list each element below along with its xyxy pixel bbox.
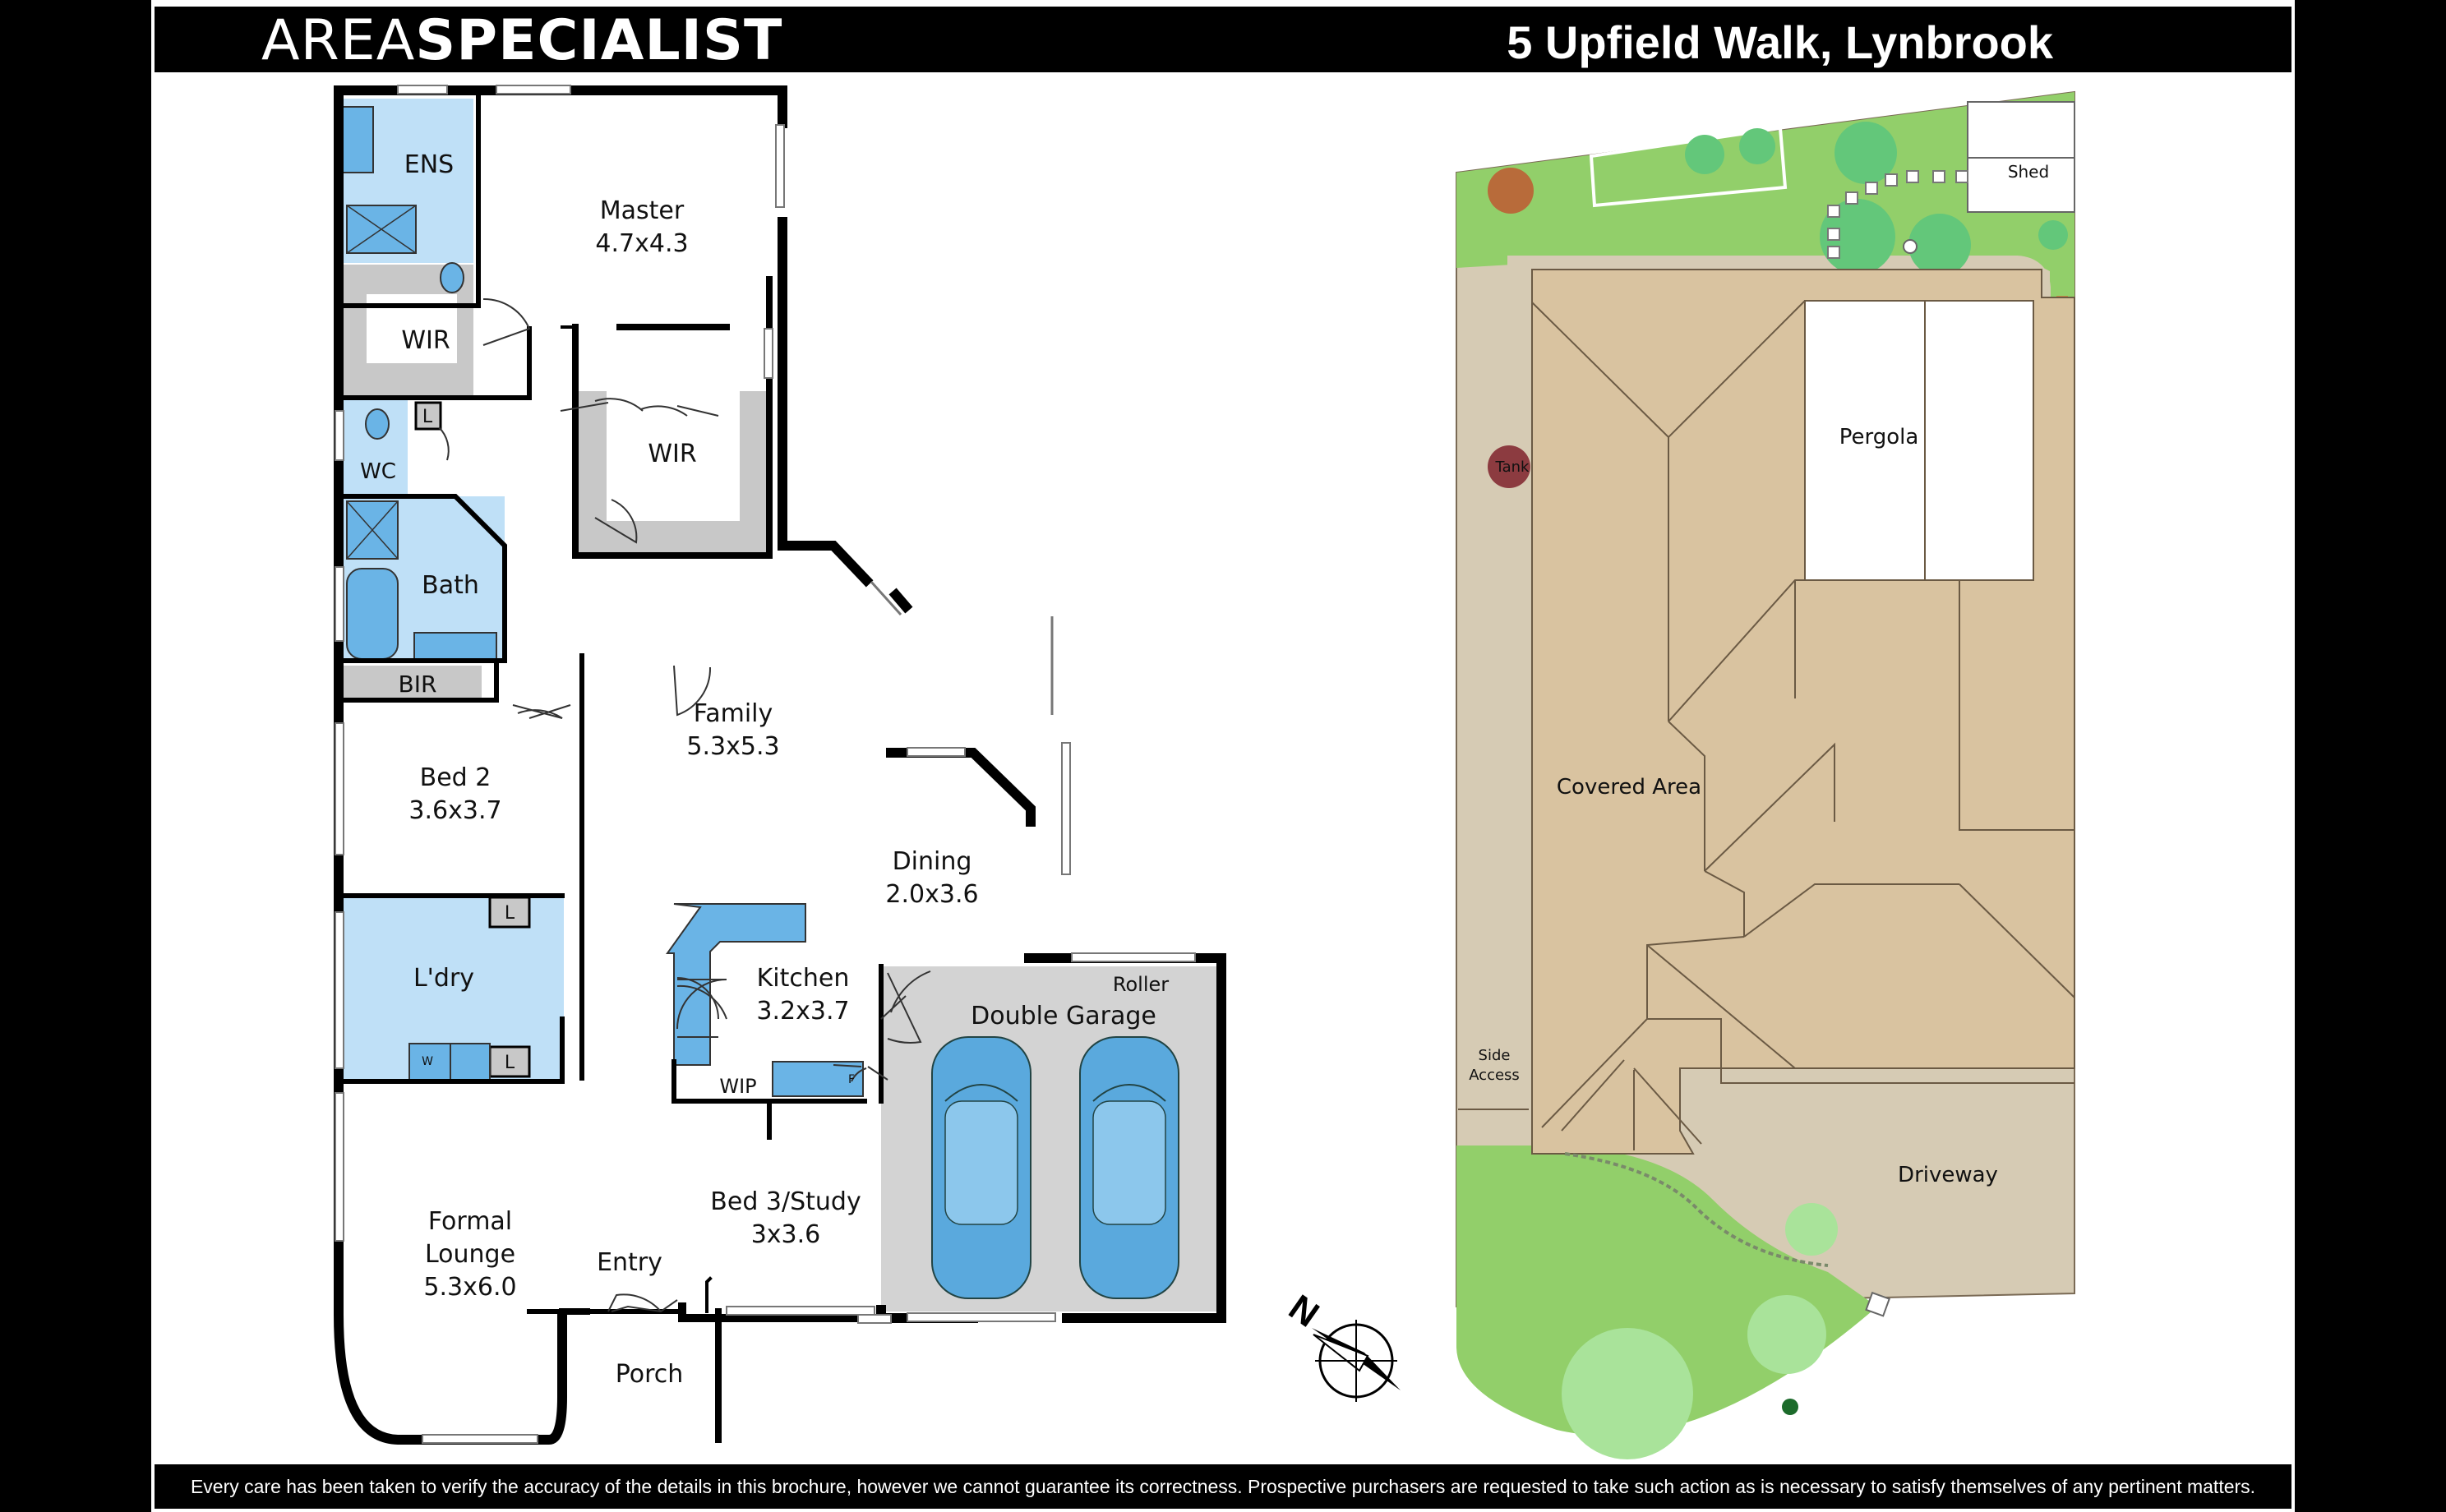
windows [335, 85, 1196, 1444]
ens-toilet [440, 262, 464, 293]
wir2-label: WIR [648, 440, 696, 468]
floorplan-brochure: ENS Master 4.7x4.3 WIR WIR WC L Bath BIR… [151, 0, 2295, 1512]
property-address: 5 Upfield Walk, Lynbrook [1507, 16, 2053, 68]
front-tree-2 [1747, 1295, 1826, 1374]
bir-label: BIR [399, 671, 437, 698]
formal-label-2: Lounge [425, 1240, 515, 1269]
pergola [1804, 300, 2034, 581]
bir-area [342, 666, 482, 698]
linen1-label: L [422, 407, 433, 427]
dining-size: 2.0x3.6 [885, 880, 978, 909]
front-tree-3 [1785, 1203, 1838, 1256]
entry-door [611, 1299, 678, 1313]
ens-vanity [341, 106, 374, 173]
walls [334, 85, 1226, 1445]
family-label: Family [694, 699, 773, 728]
family-size: 5.3x5.3 [686, 732, 779, 761]
covered-area-label: Covered Area [1557, 775, 1701, 800]
tank [1488, 445, 1530, 488]
master-label: Master [600, 196, 685, 225]
site-plan: Shed [1456, 90, 2075, 1459]
formal-label-1: Formal [428, 1207, 512, 1236]
linen1 [414, 401, 442, 431]
front-shrub [1782, 1399, 1798, 1415]
laundry-trough [450, 1043, 491, 1081]
wc-label: WC [360, 459, 396, 484]
north-label: N [1281, 1287, 1326, 1335]
pergola-label: Pergola [1839, 425, 1919, 449]
garden-edging [1564, 1152, 1829, 1267]
side-access-label-1: Side [1479, 1047, 1511, 1064]
washer-label: W [422, 1055, 433, 1068]
bed2-size: 3.6x3.7 [408, 796, 501, 825]
car-left [931, 1036, 1031, 1299]
porch-label: Porch [616, 1360, 684, 1389]
bed2-label: Bed 2 [420, 763, 492, 792]
front-tree-1 [1562, 1328, 1693, 1459]
fridge-label: F [848, 1073, 855, 1086]
brochure-header: AREASPECIALIST 5 Upfield Walk, Lynbrook [155, 7, 2291, 72]
tank-label: Tank [1495, 459, 1530, 476]
laundry-label: L'dry [413, 964, 474, 993]
side-access-label-2: Access [1469, 1067, 1520, 1084]
wip-label: WIP [719, 1075, 756, 1098]
kitchen-size: 3.2x3.7 [756, 997, 849, 1026]
roof-lines [1531, 300, 2075, 1150]
garden-light [1865, 1291, 1890, 1317]
ldry-door [676, 977, 719, 1020]
house-floor-plan: ENS Master 4.7x4.3 WIR WIR WC L Bath BIR… [334, 85, 1226, 1445]
master-size: 4.7x4.3 [595, 229, 688, 258]
car-right [1079, 1036, 1179, 1299]
bath-vanity [413, 632, 497, 662]
bathtub [346, 568, 399, 660]
ens-label: ENS [404, 150, 454, 179]
compass: N [1281, 1287, 1401, 1402]
bay-window [870, 580, 902, 616]
wir2-inner [607, 391, 740, 521]
shed-label: Shed [2008, 162, 2049, 182]
agency-logo: AREASPECIALIST [261, 13, 782, 69]
floorplan-drawing: ENS Master 4.7x4.3 WIR WIR WC L Bath BIR… [334, 85, 2075, 1459]
formal-size: 5.3x6.0 [423, 1273, 516, 1302]
brand-bold: SPECIALIST [415, 8, 783, 73]
roller-label: Roller [1113, 973, 1169, 996]
wc-toilet [365, 408, 390, 440]
linen3-label: L [505, 1053, 515, 1073]
bath-label: Bath [422, 571, 479, 600]
kitchen-label: Kitchen [757, 964, 850, 993]
stepping-stones [1827, 170, 1968, 259]
kitchen-bench [666, 903, 806, 1066]
bath-area-corner [455, 496, 505, 661]
veg-bed [1589, 126, 1788, 208]
garage-label: Double Garage [971, 1002, 1156, 1030]
door-swings [438, 297, 931, 1312]
bed3-label: Bed 3/Study [710, 1187, 861, 1216]
linen2-label: L [505, 903, 515, 924]
entry-label: Entry [597, 1248, 662, 1277]
kitchen-rear-bench [772, 1061, 864, 1097]
wir1-label: WIR [401, 326, 450, 355]
bed3-size: 3x3.6 [751, 1220, 821, 1249]
disclaimer-footer: Every care has been taken to verify the … [155, 1464, 2291, 1509]
brand-light: AREA [261, 8, 416, 73]
driveway-label: Driveway [1898, 1163, 1998, 1187]
dining-label: Dining [893, 847, 972, 876]
